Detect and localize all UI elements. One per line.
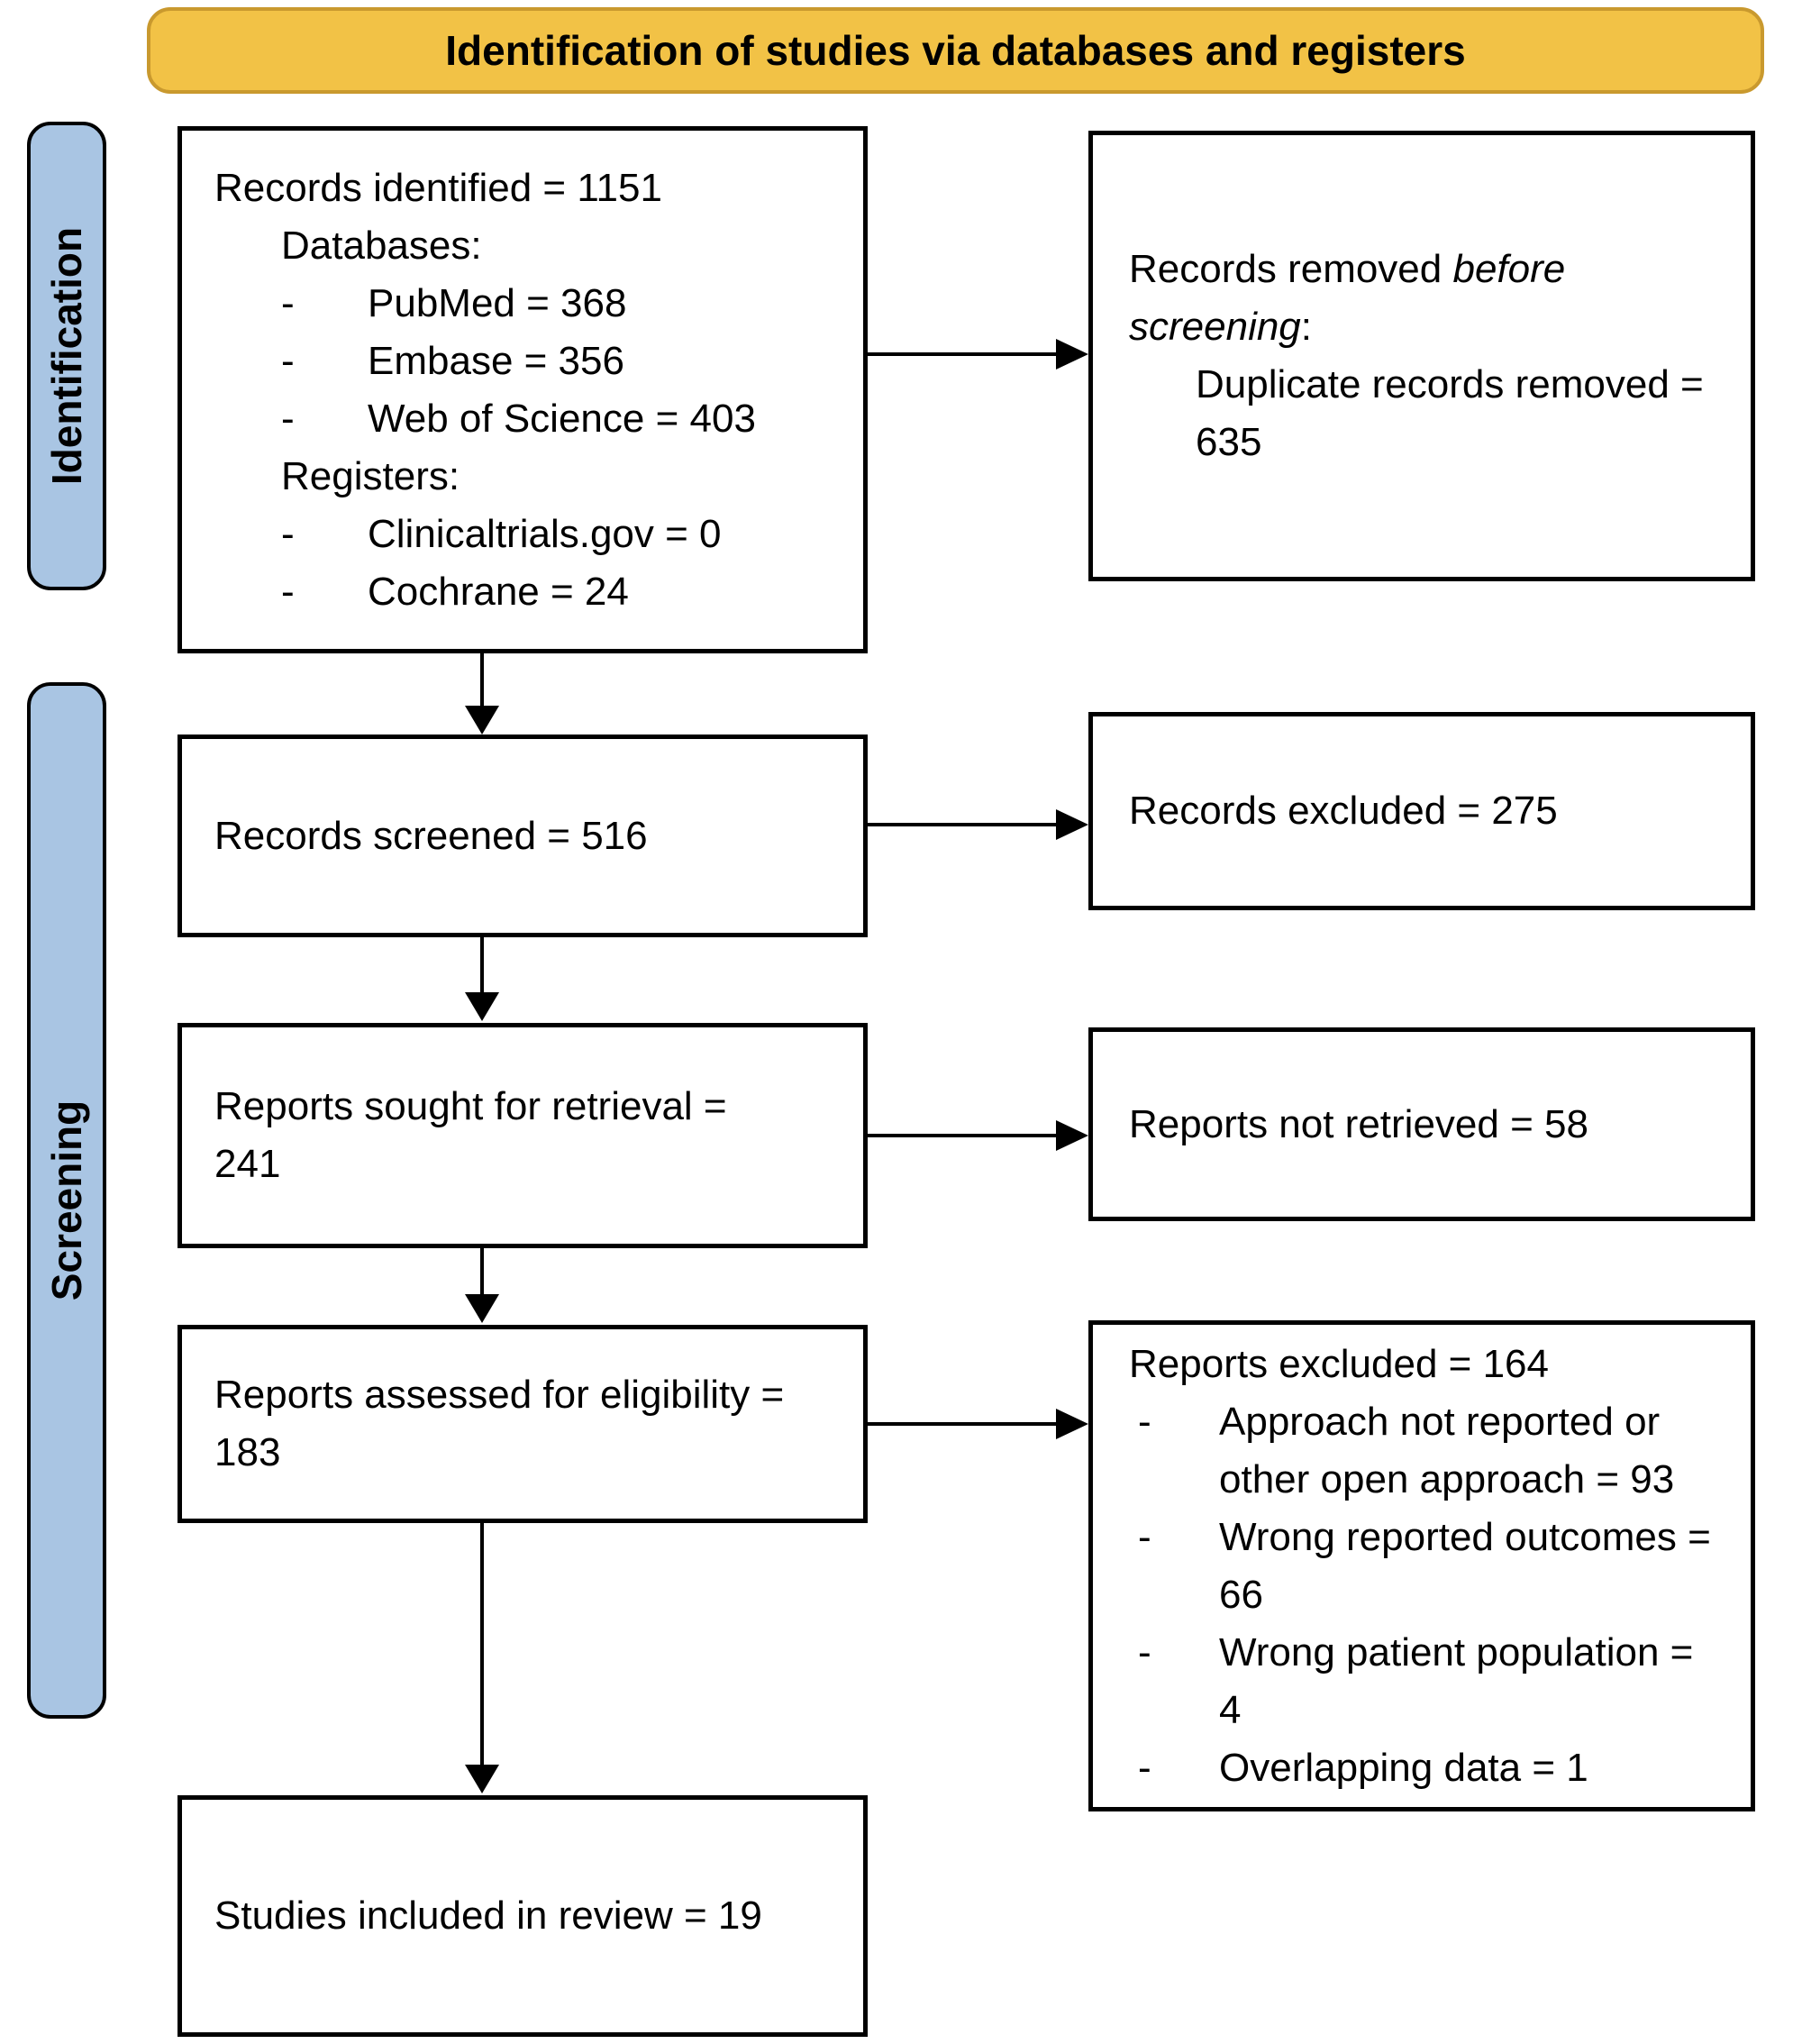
list-item-pubmed: - PubMed = 368 [281, 275, 626, 333]
box-records-screened: Records screened = 516 [177, 735, 868, 937]
box-reports-excluded: Reports excluded = 164 - Approach not re… [1088, 1320, 1755, 1811]
records-removed-title: Records removed before screening: [1129, 241, 1634, 356]
stage-tab-identification: Identification [27, 122, 106, 590]
list-item-label: Approach not reported or other open appr… [1219, 1399, 1675, 1501]
arrow-screened-to-sought [480, 937, 484, 994]
records-removed-italic: before screening [1129, 247, 1566, 349]
list-dash: - [281, 396, 295, 441]
arrowhead-sought-to-not-retrieved [1056, 1120, 1088, 1151]
list-item-label: Wrong patient population = 4 [1219, 1629, 1694, 1732]
registers-heading: Registers: [281, 453, 460, 498]
arrowhead-screened-to-sought [465, 992, 499, 1021]
list-item-label: Embase = 356 [368, 338, 624, 383]
list-item-approach: - Approach not reported or other open ap… [1138, 1393, 1719, 1509]
arrowhead-screened-to-excluded [1056, 809, 1088, 840]
list-dash: - [1138, 1745, 1151, 1790]
list-item-label: Clinicaltrials.gov = 0 [368, 511, 722, 556]
box-studies-included: Studies included in review = 19 [177, 1795, 868, 2037]
list-dash: - [281, 511, 295, 556]
records-screened-text: Records screened = 516 [214, 813, 648, 858]
list-item-cochrane: - Cochrane = 24 [281, 563, 629, 621]
records-excluded-text: Records excluded = 275 [1129, 789, 1558, 833]
records-removed-text: Records removed [1129, 247, 1453, 291]
list-item-label: Cochrane = 24 [368, 569, 629, 614]
databases-heading: Databases: [281, 223, 482, 268]
list-item-label: Web of Science = 403 [368, 396, 756, 441]
arrowhead-assessed-to-included [465, 1765, 499, 1793]
arrow-assessed-to-included [480, 1523, 484, 1766]
list-item-wrong-population: - Wrong patient population = 4 [1138, 1624, 1719, 1739]
list-dash: - [1138, 1399, 1151, 1444]
reports-excluded-title: Reports excluded = 164 [1129, 1341, 1549, 1386]
list-dash: - [281, 338, 295, 383]
list-item-embase: - Embase = 356 [281, 333, 624, 390]
arrow-identified-to-removed [868, 352, 1058, 356]
arrow-sought-to-assessed [480, 1248, 484, 1296]
list-dash: - [1138, 1514, 1151, 1559]
box-reports-sought: Reports sought for retrieval = 241 [177, 1023, 868, 1248]
box-records-removed: Records removed before screening: Duplic… [1088, 131, 1755, 581]
arrow-screened-to-excluded [868, 823, 1058, 826]
reports-sought-text: Reports sought for retrieval = 241 [214, 1084, 727, 1186]
stage-tab-screening: Screening [27, 682, 106, 1719]
records-removed-colon: : [1300, 305, 1313, 349]
studies-included-text: Studies included in review = 19 [214, 1893, 762, 1938]
box-reports-not-retrieved: Reports not retrieved = 58 [1088, 1027, 1755, 1221]
stage-label-identification: Identification [43, 226, 90, 486]
records-identified-title: Records identified = 1151 [214, 165, 662, 210]
arrowhead-sought-to-assessed [465, 1294, 499, 1323]
arrow-identified-to-screened [480, 653, 484, 707]
list-dash: - [281, 569, 295, 614]
list-item-clinicaltrials: - Clinicaltrials.gov = 0 [281, 506, 722, 563]
arrowhead-assessed-to-excluded [1056, 1409, 1088, 1439]
list-item-wrong-outcomes: - Wrong reported outcomes = 66 [1138, 1509, 1719, 1624]
banner-identification-via-databases: Identification of studies via databases … [147, 7, 1764, 94]
arrowhead-identified-to-screened [465, 706, 499, 735]
box-records-identified: Records identified = 1151 Databases: - P… [177, 126, 868, 653]
box-records-excluded: Records excluded = 275 [1088, 712, 1755, 910]
list-item-overlapping-data: - Overlapping data = 1 [1138, 1739, 1588, 1797]
list-dash: - [281, 280, 295, 325]
reports-assessed-text: Reports assessed for eligibility = 183 [214, 1373, 785, 1474]
stage-label-screening: Screening [43, 1100, 90, 1301]
arrowhead-identified-to-removed [1056, 339, 1088, 370]
list-item-label: Wrong reported outcomes = 66 [1219, 1514, 1711, 1617]
arrow-assessed-to-excluded [868, 1422, 1058, 1426]
list-dash: - [1138, 1629, 1151, 1674]
list-item-label: PubMed = 368 [368, 280, 627, 325]
banner-title: Identification of studies via databases … [445, 27, 1466, 74]
list-item-web-of-science: - Web of Science = 403 [281, 390, 756, 448]
arrow-sought-to-not-retrieved [868, 1134, 1058, 1137]
box-reports-assessed: Reports assessed for eligibility = 183 [177, 1325, 868, 1523]
reports-not-retrieved-text: Reports not retrieved = 58 [1129, 1101, 1588, 1146]
list-item-label: Overlapping data = 1 [1219, 1745, 1588, 1790]
duplicate-records-removed: Duplicate records removed = 635 [1196, 362, 1704, 464]
